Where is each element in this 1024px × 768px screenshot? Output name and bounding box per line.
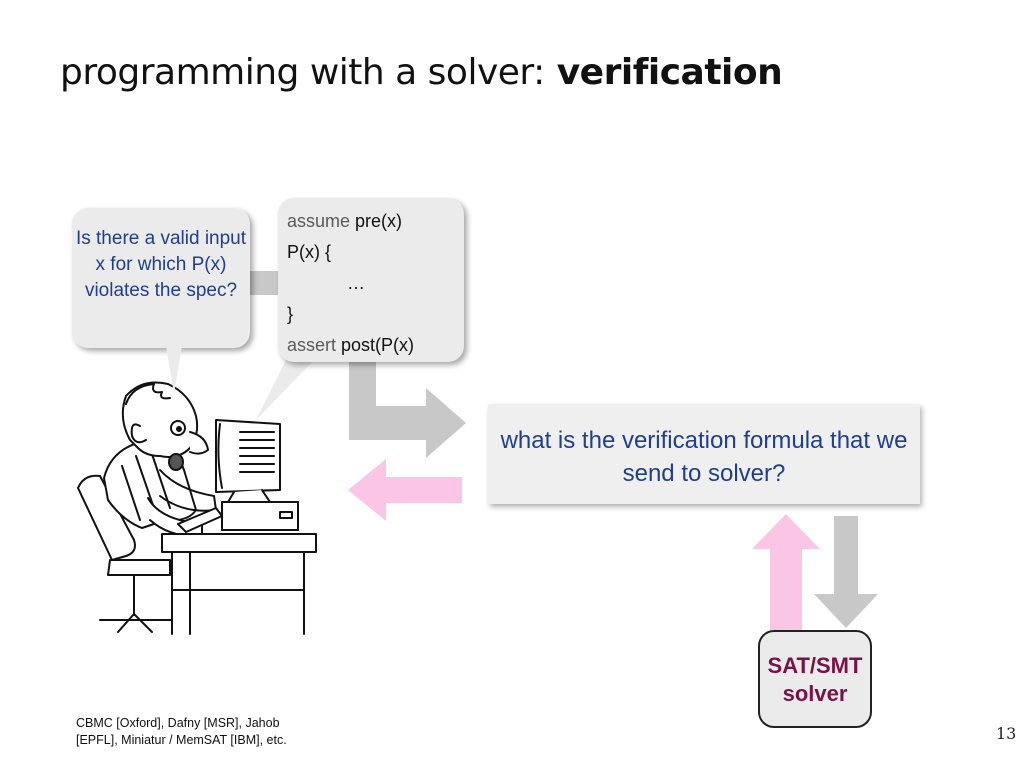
bubble-connector: [248, 271, 280, 295]
code-line-assume: assume pre(x): [287, 206, 464, 237]
assume-keyword: assume: [287, 211, 351, 231]
solver-box: SAT/SMT solver: [758, 630, 872, 728]
citation-line2: [EPFL], Miniatur / MemSAT [IBM], etc.: [76, 733, 287, 747]
code-line-assert: assert post(P(x): [287, 330, 464, 361]
citation-line1: CBMC [Oxford], Dafny [MSR], Jahob: [76, 716, 280, 730]
formula-box: what is the verification formula that we…: [488, 404, 920, 504]
code-bubble: assume pre(x) P(x) { … } assert post(P(x…: [278, 198, 464, 362]
question-text: Is there a valid input x for which P(x) …: [75, 228, 247, 301]
to-solver-arrow: [814, 516, 878, 628]
page-number: 13: [996, 724, 1017, 743]
assert-keyword: assert: [287, 335, 337, 355]
assert-expr: post(P(x): [336, 335, 415, 355]
assume-expr: pre(x): [350, 211, 403, 231]
slide-title: programming with a solver: verification: [60, 52, 783, 93]
to-formula-arrow: [349, 362, 466, 458]
question-bubble-tail: [166, 346, 182, 394]
solver-line2: solver: [782, 681, 848, 706]
code-bubble-tail: [256, 356, 318, 420]
code-line-close: }: [287, 304, 294, 324]
title-bold: verification: [556, 52, 783, 93]
question-bubble: Is there a valid input x for which P(x) …: [72, 208, 250, 394]
solver-line1: SAT/SMT: [767, 653, 863, 678]
code-line-function: P(x) {: [287, 242, 332, 262]
citation: CBMC [Oxford], Dafny [MSR], Jahob [EPFL]…: [76, 715, 287, 749]
solver-result-arrow: [752, 514, 820, 630]
back-to-programmer-arrow: [348, 459, 462, 521]
code-line-ellipsis: …: [347, 273, 365, 293]
formula-text: what is the verification formula that we…: [500, 427, 908, 487]
title-normal: programming with a solver:: [60, 52, 545, 93]
